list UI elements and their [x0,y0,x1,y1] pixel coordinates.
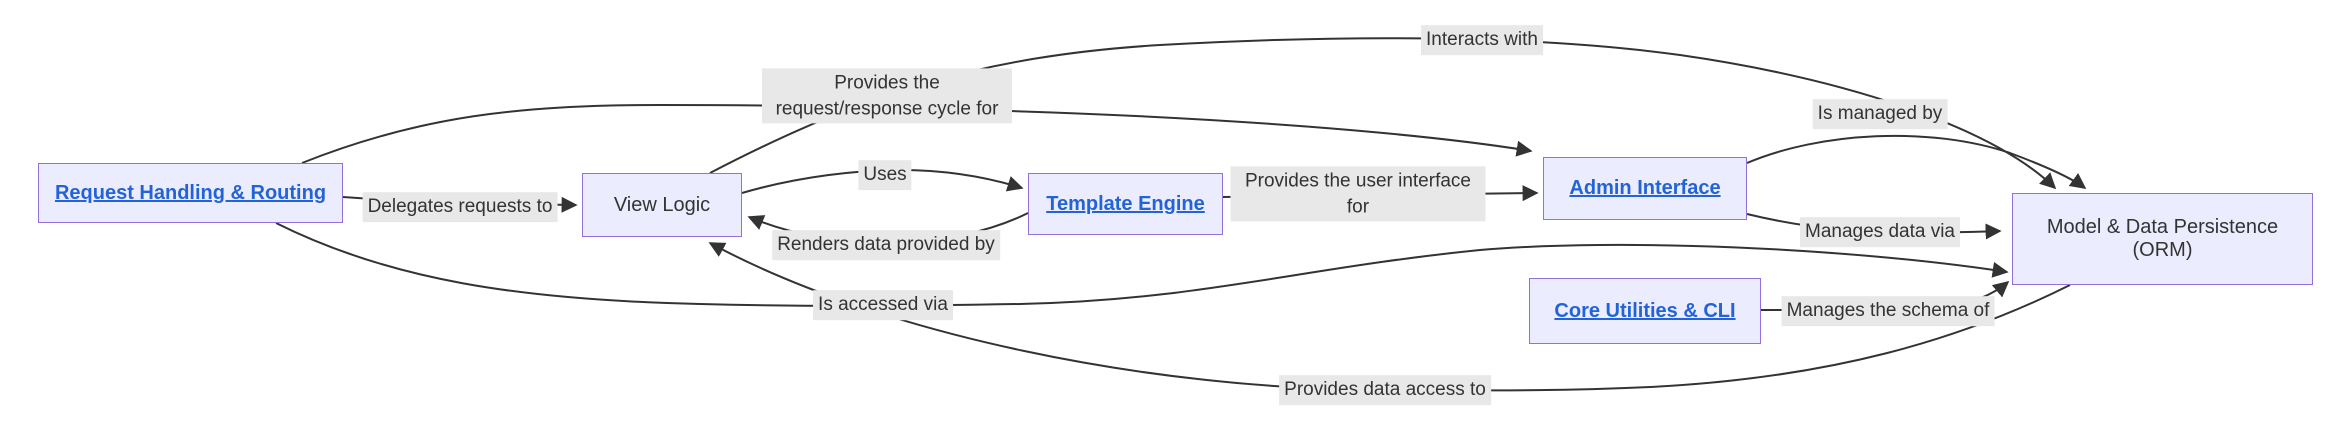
node-view-logic-label: View Logic [613,193,711,216]
edge-label-request-response-cycle: Provides the request/response cycle for [762,68,1012,124]
edge-label-manages-data-via: Manages data via [1800,217,1960,247]
edge-label-manages-schema-of: Manages the schema of [1781,296,1995,326]
edge-label-interacts-with: Interacts with [1421,25,1543,55]
node-template-engine[interactable]: Template Engine [1028,173,1223,235]
node-admin-interface[interactable]: Admin Interface [1543,157,1747,220]
node-model-data-persistence-orm-label: Model & Data Persistence (ORM) [2046,216,2279,261]
edge-label-renders-data: Renders data provided by [772,230,1000,260]
node-model-data-persistence-orm: Model & Data Persistence (ORM) [2012,193,2313,285]
edge-admin-to-orm-managed [1746,134,2087,189]
node-view-logic: View Logic [582,173,742,237]
edge-label-is-accessed-via: Is accessed via [813,290,953,320]
edge-label-user-interface-for: Provides the user interface for [1230,166,1486,222]
edge-label-is-managed-by: Is managed by [1812,99,1948,129]
edge-request-handling-to-orm-accessed [275,222,2009,307]
node-admin-interface-label: Admin Interface [1569,177,1721,199]
edge-label-uses: Uses [858,160,912,190]
node-template-engine-label: Template Engine [1046,192,1205,215]
edge-label-provides-data-access: Provides data access to [1279,375,1491,405]
edge-label-delegates-requests-to: Delegates requests to [362,192,558,222]
node-request-handling-routing-label: Request Handling & Routing [54,181,327,204]
node-request-handling-routing[interactable]: Request Handling & Routing [38,163,343,223]
node-core-utilities-cli[interactable]: Core Utilities & CLI [1529,278,1761,344]
node-core-utilities-cli-label: Core Utilities & CLI [1554,299,1736,322]
